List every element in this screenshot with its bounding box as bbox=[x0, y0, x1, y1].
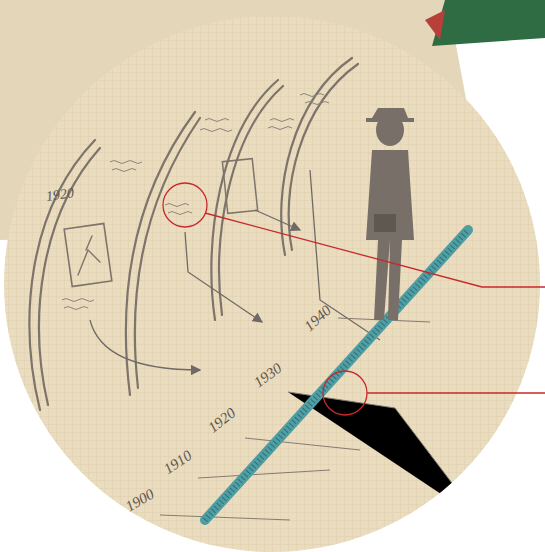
panel-sketches bbox=[30, 58, 358, 410]
year-lines bbox=[160, 318, 480, 520]
pointer-arrows bbox=[90, 170, 380, 370]
callout-leaders bbox=[163, 183, 545, 415]
timeline-ruler bbox=[205, 230, 468, 520]
green-corner bbox=[432, 0, 545, 46]
walking-man bbox=[366, 108, 414, 320]
ruler-ticks bbox=[205, 230, 468, 520]
red-corner bbox=[425, 10, 445, 40]
